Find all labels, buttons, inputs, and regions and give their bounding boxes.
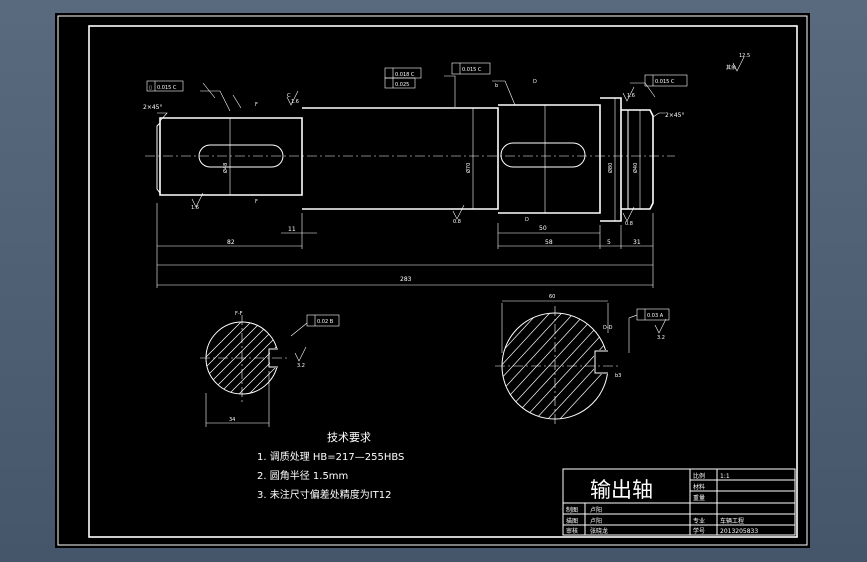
svg-text:0.8: 0.8: [625, 221, 633, 227]
tolerance-frame-left: ▯ 0.015 C: [146, 80, 184, 92]
section-ff: 34 F-F 0.02 B 3.2: [200, 311, 340, 427]
inner-border: [88, 25, 798, 538]
label-d-top: D: [533, 79, 537, 85]
label-f-bottom: F: [255, 199, 258, 205]
dim-section-a-width: 34: [229, 417, 235, 423]
label-b: b: [495, 83, 498, 89]
svg-text:3.2: 3.2: [297, 363, 305, 369]
svg-text:描图: 描图: [566, 517, 578, 525]
svg-text:比例: 比例: [693, 472, 705, 480]
leader-lines: [157, 75, 665, 122]
shaft-main-view: [145, 97, 675, 222]
roughness-symbols: 1.6 0.8 0.8 1.6 1.6 12.5 其余: [191, 53, 750, 227]
svg-text:0.015 C: 0.015 C: [157, 85, 177, 91]
svg-text:专业: 专业: [693, 517, 705, 525]
svg-text:卢阳: 卢阳: [590, 506, 602, 514]
tolerance-sym-b: 0.03 A: [647, 313, 664, 319]
tech-item-3: 3. 未注尺寸偏差处精度为IT12: [257, 488, 392, 501]
svg-text:0.015 C: 0.015 C: [655, 79, 675, 85]
dim-keyway-length: 50: [539, 225, 547, 232]
dim-collar: 5: [607, 239, 611, 246]
svg-text:1.6: 1.6: [191, 205, 199, 211]
drawing-canvas: 82 11 50 58 5 31 283 2×45° 2×45° Ø48 Ø70…: [57, 15, 808, 546]
title-block: 输出轴 比例 1:1 材料 重量 制图 卢阳 描图 卢阳 审核 张晓龙 专业 车…: [562, 468, 796, 536]
svg-text:重量: 重量: [693, 494, 705, 502]
roughness-global: 12.5: [739, 53, 750, 59]
label-b3: b3: [615, 373, 621, 379]
dim-overall: 283: [400, 276, 412, 283]
label-c: C: [287, 93, 291, 99]
tolerance-frame-mid-1: 0.018 C 0.025: [384, 67, 422, 89]
svg-text:0.8: 0.8: [453, 219, 461, 225]
svg-text:卢阳: 卢阳: [590, 517, 602, 525]
svg-text:材料: 材料: [693, 483, 705, 491]
title-part-name: 输出轴: [590, 478, 653, 502]
svg-text:1.6: 1.6: [291, 99, 299, 105]
svg-text:张晓龙: 张晓龙: [590, 527, 608, 535]
label-ff: F-F: [235, 311, 243, 317]
svg-text:0.018 C: 0.018 C: [395, 72, 415, 78]
label-dd: D-D: [603, 325, 613, 331]
svg-text:1:1: 1:1: [720, 473, 730, 480]
dim-right-section: 58: [545, 239, 553, 246]
dim-left-section: 82: [227, 239, 235, 246]
dim-dia-journal: Ø70: [465, 163, 472, 173]
svg-text:2013205833: 2013205833: [720, 528, 758, 535]
svg-text:制图: 制图: [566, 506, 578, 514]
outer-border: [57, 15, 808, 546]
tech-item-2: 2. 圆角半径 1.5mm: [257, 469, 348, 482]
svg-text:车辆工程: 车辆工程: [720, 517, 744, 525]
tech-heading: 技术要求: [327, 431, 371, 444]
dim-dia-collar: Ø80: [607, 163, 614, 173]
dim-dia-end: Ø40: [632, 163, 639, 173]
tech-item-1: 1. 调质处理 HB=217—255HBS: [257, 451, 404, 463]
dim-dia-main: Ø48: [222, 163, 229, 173]
svg-text:审核: 审核: [566, 527, 578, 535]
dim-section-b-width: 60: [549, 294, 555, 300]
dimension-lines: [156, 203, 654, 288]
label-d-bottom: D: [525, 217, 529, 223]
svg-text:0.015 C: 0.015 C: [462, 67, 482, 73]
dim-chamfer-right: 2×45°: [665, 112, 684, 119]
svg-text:1.6: 1.6: [627, 93, 635, 99]
tolerance-frame-right: 0.015 C: [644, 74, 688, 87]
svg-text:学号: 学号: [693, 527, 705, 535]
tolerance-sym-a: 0.02 B: [317, 319, 334, 325]
tolerance-frame-mid-2: 0.015 C: [451, 62, 491, 75]
roughness-other: 其余: [726, 64, 736, 71]
dim-chamfer-left: 2×45°: [143, 104, 162, 111]
label-f-top: F: [255, 102, 258, 108]
svg-text:3.2: 3.2: [657, 335, 665, 341]
tech-requirements: 技术要求 1. 调质处理 HB=217—255HBS 2. 圆角半径 1.5mm…: [257, 431, 404, 501]
section-dd: 60 b3 0.03 A 3.2 D-D: [495, 294, 670, 425]
svg-text:0.025: 0.025: [395, 82, 409, 88]
drawing-sheet: 82 11 50 58 5 31 283 2×45° 2×45° Ø48 Ø70…: [55, 13, 810, 548]
dim-right-end: 31: [633, 239, 641, 246]
svg-text:▯: ▯: [149, 85, 152, 91]
dim-left-step: 11: [288, 226, 296, 233]
